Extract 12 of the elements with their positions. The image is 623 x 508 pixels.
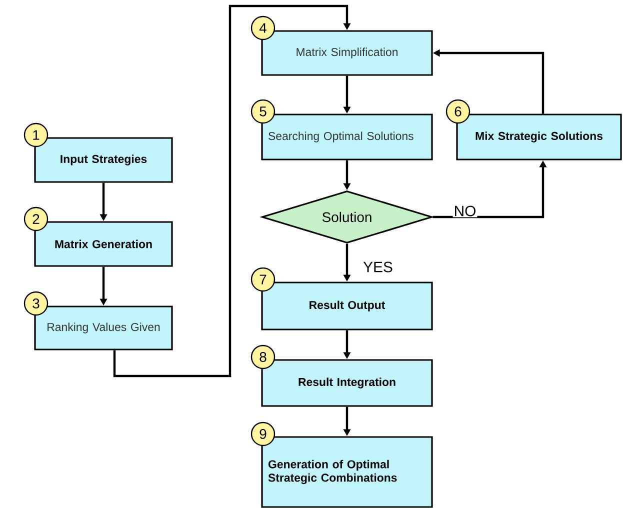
number-badge: 1 bbox=[24, 122, 48, 148]
number-badge: 7 bbox=[250, 267, 276, 292]
arrow bbox=[113, 4, 351, 378]
number-badge: 6 bbox=[446, 99, 470, 124]
number-badge: 3 bbox=[24, 291, 48, 316]
number-badge: 2 bbox=[24, 206, 48, 232]
edge-label: YES bbox=[363, 262, 392, 272]
number-badge: 8 bbox=[250, 344, 276, 370]
number-badge: 4 bbox=[250, 16, 276, 40]
edge-label: NO bbox=[455, 206, 476, 216]
number-badge: 9 bbox=[250, 422, 276, 446]
number-badge: 5 bbox=[250, 99, 276, 124]
